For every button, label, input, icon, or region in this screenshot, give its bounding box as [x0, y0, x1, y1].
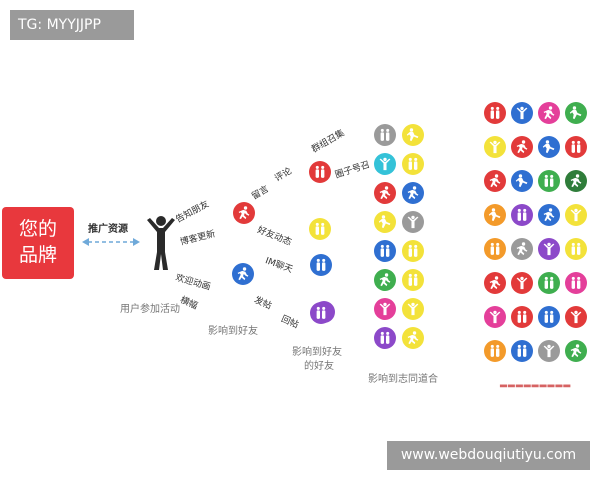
level2-pair-icon — [310, 302, 332, 324]
label-notify-friends: 告知朋友 — [174, 199, 211, 226]
level1-runner-icon — [233, 202, 255, 224]
grid-person-icon — [484, 136, 506, 158]
level3-col-b-icon — [402, 124, 424, 146]
level3-col-b-icon — [402, 327, 424, 349]
cropped-text-fragment: ▂▂▂▂▂▂▂▂▂ — [500, 378, 572, 388]
grid-person-icon — [565, 204, 587, 226]
label-influence-fof-1: 影响到好友 — [292, 347, 342, 358]
level3-col-a-icon — [374, 182, 396, 204]
brand-line-1: 您的 — [18, 218, 57, 240]
level3-col-a-icon — [374, 240, 396, 262]
grid-person-icon — [565, 102, 587, 124]
level3-col-a-icon — [374, 153, 396, 175]
level2-pair-icon — [309, 218, 331, 240]
grid-person-icon — [484, 170, 506, 192]
level3-col-b-icon — [402, 182, 424, 204]
level3-col-a-icon — [374, 269, 396, 291]
grid-person-icon — [511, 306, 533, 328]
brand-line-2: 品牌 — [18, 244, 57, 266]
label-post: 发帖 — [252, 295, 273, 312]
brand-box: 您的 品牌 — [2, 207, 74, 279]
grid-person-icon — [565, 306, 587, 328]
label-leave-message: 留言 — [250, 184, 271, 203]
level2-pair-icon — [310, 254, 332, 276]
label-im-chat: IM聊天 — [263, 256, 294, 276]
grid-person-icon — [538, 272, 560, 294]
label-comment: 评论 — [273, 166, 294, 185]
watermark-bottom: www.webdouqiutiyu.com — [387, 441, 590, 470]
grid-person-icon — [511, 102, 533, 124]
label-user-participation: 用户参加活动 — [120, 304, 180, 315]
grid-person-icon — [565, 136, 587, 158]
grid-person-icon — [511, 340, 533, 362]
grid-person-icon — [538, 102, 560, 124]
grid-person-icon — [484, 238, 506, 260]
icon-grid-panel — [478, 96, 592, 386]
label-circle-call: 圈子号召 — [333, 160, 372, 181]
grid-person-icon — [511, 136, 533, 158]
grid-person-icon — [565, 272, 587, 294]
label-influence-friends: 影响到好友 — [208, 326, 258, 337]
grid-person-icon — [565, 238, 587, 260]
grid-person-icon — [511, 170, 533, 192]
level3-col-a-icon — [374, 124, 396, 146]
level3-col-a-icon — [374, 298, 396, 320]
label-reply: 回帖 — [279, 314, 300, 331]
level3-col-b-icon — [402, 240, 424, 262]
label-welcome-event: 欢迎动画 — [174, 273, 212, 293]
level3-col-a-icon — [374, 327, 396, 349]
label-push-resources: 推广资源 — [88, 224, 128, 235]
level3-col-b-icon — [402, 153, 424, 175]
grid-person-icon — [484, 272, 506, 294]
double-arrow-icon — [82, 238, 140, 246]
label-banner: 横幅 — [178, 295, 199, 312]
level1-runner-icon — [232, 263, 254, 285]
level3-col-b-icon — [402, 211, 424, 233]
level3-col-b-icon — [402, 269, 424, 291]
label-influence-fof-2: 的好友 — [304, 361, 334, 372]
grid-person-icon — [538, 204, 560, 226]
grid-person-icon — [565, 340, 587, 362]
grid-person-icon — [565, 170, 587, 192]
grid-person-icon — [538, 136, 560, 158]
label-blog-update: 博客更新 — [179, 229, 217, 248]
grid-person-icon — [538, 306, 560, 328]
level3-col-a-icon — [374, 211, 396, 233]
person-icon — [147, 216, 175, 270]
grid-person-icon — [538, 340, 560, 362]
grid-person-icon — [511, 272, 533, 294]
grid-person-icon — [538, 238, 560, 260]
grid-person-icon — [484, 102, 506, 124]
label-friend-dynamic: 好友动态 — [255, 225, 293, 249]
label-community-group: 群组召集 — [310, 128, 347, 156]
grid-person-icon — [484, 340, 506, 362]
level2-pair-icon — [309, 161, 331, 183]
grid-person-icon — [538, 170, 560, 192]
label-influence-like-minded: 影响到志同道合 — [368, 374, 438, 385]
watermark-top: TG: MYYJJPP — [10, 10, 134, 40]
grid-person-icon — [484, 306, 506, 328]
grid-person-icon — [484, 204, 506, 226]
level3-col-b-icon — [402, 298, 424, 320]
grid-person-icon — [511, 238, 533, 260]
grid-person-icon — [511, 204, 533, 226]
